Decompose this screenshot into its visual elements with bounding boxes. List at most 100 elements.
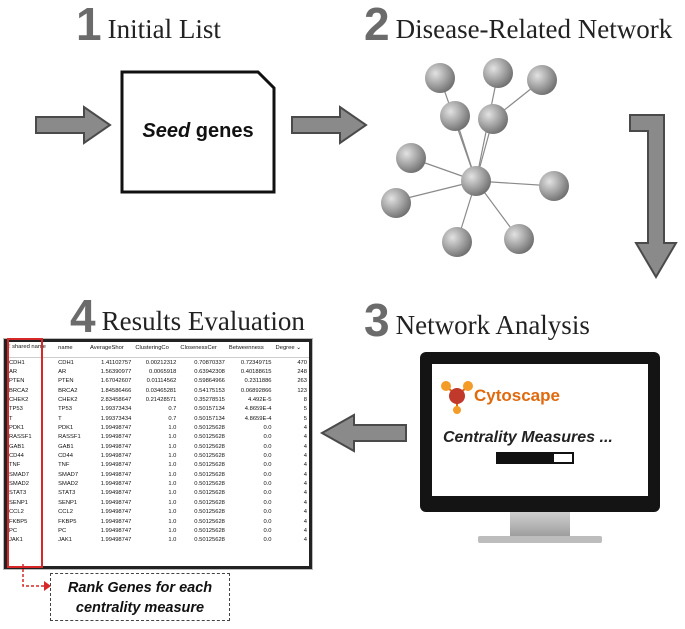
cytoscape-logo-icon bbox=[441, 381, 473, 414]
table-cell: 4 bbox=[303, 490, 307, 497]
table-cell: 0.0 bbox=[263, 481, 272, 488]
table-cell: TNF bbox=[58, 462, 70, 469]
table-cell: 1.0 bbox=[168, 518, 177, 525]
step-title: Disease-Related Network bbox=[395, 14, 673, 44]
table-cell: 4 bbox=[303, 453, 307, 460]
table-cell: 1.0 bbox=[168, 499, 177, 506]
column-header[interactable]: ⫶ shared name bbox=[7, 342, 57, 358]
column-header[interactable]: ClosenessCer bbox=[178, 342, 227, 358]
table-cell: 0.50157134 bbox=[194, 415, 225, 422]
table-cell: JAK1 bbox=[58, 537, 72, 544]
table-cell: 4 bbox=[303, 425, 307, 432]
table-cell: 263 bbox=[297, 378, 307, 385]
results-table-window: ⫶ shared name name AverageShor Clusterin… bbox=[4, 339, 312, 569]
table-cell: 1.0 bbox=[168, 481, 177, 488]
network-node bbox=[381, 188, 411, 218]
table-cell: 1.0 bbox=[168, 425, 177, 432]
step-number: 4 bbox=[70, 290, 96, 342]
column-header[interactable]: Betweenness bbox=[226, 342, 274, 358]
table-cell: 0.50125628 bbox=[194, 425, 225, 432]
table-cell: 1.0 bbox=[168, 434, 177, 441]
table-cell: AR bbox=[9, 369, 18, 376]
table-cell: PC bbox=[9, 527, 18, 534]
table-cell: 0.06892866 bbox=[240, 387, 272, 394]
table-cell: 4 bbox=[303, 481, 307, 488]
rank-note-line: Rank Genes for each bbox=[67, 580, 213, 596]
table-cell: 0.0 bbox=[263, 518, 272, 525]
down-arrow-icon bbox=[629, 114, 678, 279]
table-cell: 1.99498747 bbox=[100, 425, 132, 432]
seed-genes-document: Seed genes bbox=[120, 70, 276, 194]
table-cell: 0.50125628 bbox=[194, 537, 225, 544]
table-cell: FKBP5 bbox=[58, 518, 77, 525]
monitor-stand bbox=[510, 512, 570, 538]
table-cell: JAK1 bbox=[9, 537, 23, 544]
table-cell: 1.0 bbox=[168, 462, 177, 469]
table-cell: GAB1 bbox=[58, 443, 74, 450]
table-cell: 0.50125628 bbox=[194, 434, 225, 441]
column-header[interactable]: AverageShor bbox=[88, 342, 134, 358]
table-cell: 1.99373434 bbox=[100, 415, 132, 422]
network-node bbox=[425, 63, 455, 93]
column-header[interactable]: name bbox=[56, 342, 89, 358]
table-cell: 4 bbox=[303, 471, 307, 478]
seed-rest: genes bbox=[190, 120, 254, 142]
table-cell: 0.0 bbox=[263, 537, 272, 544]
table-cell: SMAD2 bbox=[9, 481, 29, 488]
table-cell: 0.03465281 bbox=[145, 387, 177, 394]
table-cell: 1.99498747 bbox=[100, 453, 132, 460]
chevron-down-icon: ⌄ bbox=[294, 344, 302, 351]
monitor-base bbox=[478, 536, 602, 543]
table-cell: 1.0 bbox=[168, 443, 177, 450]
table-cell: 0.0 bbox=[263, 499, 272, 506]
table-cell: 1.99498747 bbox=[100, 481, 132, 488]
table-cell: T bbox=[9, 415, 13, 422]
column-header[interactable]: ClusteringCo bbox=[133, 342, 179, 358]
table-cell: 1.99373434 bbox=[100, 406, 132, 413]
table-cell: 8 bbox=[303, 397, 307, 404]
rank-note-line: centrality measure bbox=[75, 600, 205, 616]
table-cell: 4 bbox=[303, 527, 307, 534]
network-node bbox=[461, 166, 491, 196]
table-cell: 123 bbox=[297, 387, 307, 394]
step-number: 2 bbox=[364, 0, 390, 50]
network-node bbox=[478, 104, 508, 134]
sort-icon: ⫶ bbox=[9, 344, 13, 350]
centrality-status-text: Centrality Measures ... bbox=[443, 429, 613, 446]
step-1-heading: 1 Initial List bbox=[76, 1, 221, 47]
table-cell: 0.0 bbox=[263, 527, 272, 534]
table-cell: 0.0 bbox=[263, 509, 272, 516]
column-header[interactable]: Degree ⌄ bbox=[273, 342, 309, 358]
step-2-heading: 2 Disease-Related Network bbox=[364, 0, 673, 50]
table-cell: 0.0 bbox=[263, 443, 272, 450]
table-cell: RASSF1 bbox=[58, 434, 81, 441]
table-cell: 4 bbox=[303, 434, 307, 441]
seed-genes-label: Seed genes bbox=[120, 120, 276, 143]
table-cell: PDK1 bbox=[9, 425, 25, 432]
table-cell: TNF bbox=[9, 462, 21, 469]
table-cell: 0.50125628 bbox=[194, 443, 225, 450]
table-cell: 0.00212312 bbox=[145, 359, 177, 366]
progress-bar bbox=[496, 452, 574, 464]
table-cell: 0.50125628 bbox=[194, 462, 225, 469]
